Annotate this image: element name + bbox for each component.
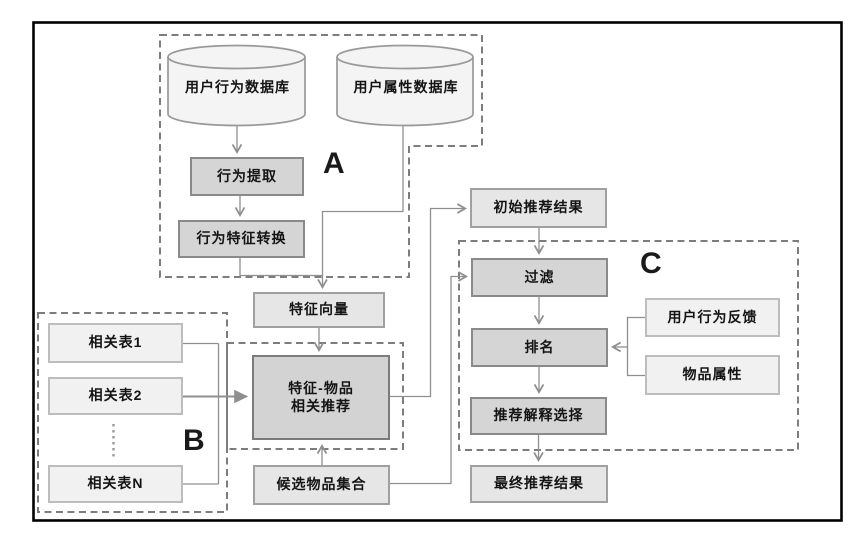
node-feature-item-rec-line1: 特征-物品 — [288, 380, 354, 396]
edge-candidates-to-filter — [390, 271, 469, 485]
node-related-table-n: 相关表N — [48, 465, 183, 503]
attribute-db-cylinder — [336, 44, 474, 127]
behavior-db-cylinder — [167, 44, 306, 127]
node-rec-explanation-selection: 推荐解释选择 — [470, 397, 607, 435]
node-feature-item-rec: 特征-物品 相关推荐 — [252, 355, 390, 440]
edge-featureitemrec-to-initialresult — [390, 203, 468, 398]
node-user-behavior-feedback: 用户行为反馈 — [645, 298, 780, 337]
edge-feedback-attr-bracket — [626, 316, 645, 377]
node-related-table-2: 相关表2 — [48, 377, 183, 415]
group-b-label: B — [183, 424, 205, 457]
group-a-outline — [159, 34, 483, 278]
node-attribute-db: 用户属性数据库 — [353, 79, 459, 95]
node-feature-vector: 特征向量 — [253, 292, 385, 328]
group-c-outline — [458, 240, 799, 451]
node-behavior-feature-transform: 行为特征转换 — [178, 220, 305, 258]
node-behavior-db: 用户行为数据库 — [185, 79, 290, 95]
node-final-rec-result: 最终推荐结果 — [470, 465, 608, 503]
node-related-table-1: 相关表1 — [48, 323, 183, 363]
group-c-label: C — [640, 247, 662, 280]
group-a-label: A — [323, 147, 345, 180]
node-feature-item-rec-line2: 相关推荐 — [291, 397, 351, 414]
edge-attributedb-to-featurevector — [317, 126, 404, 290]
node-candidate-item-set: 候选物品集合 — [253, 465, 390, 505]
node-item-attribute: 物品属性 — [645, 355, 780, 395]
node-ranking: 排名 — [471, 328, 608, 367]
edge-transform-to-featurevector — [239, 258, 323, 277]
node-initial-rec-result: 初始推荐结果 — [470, 188, 607, 228]
node-filter: 过滤 — [471, 258, 608, 297]
outer-frame — [32, 21, 843, 522]
node-behavior-extraction: 行为提取 — [190, 157, 304, 196]
